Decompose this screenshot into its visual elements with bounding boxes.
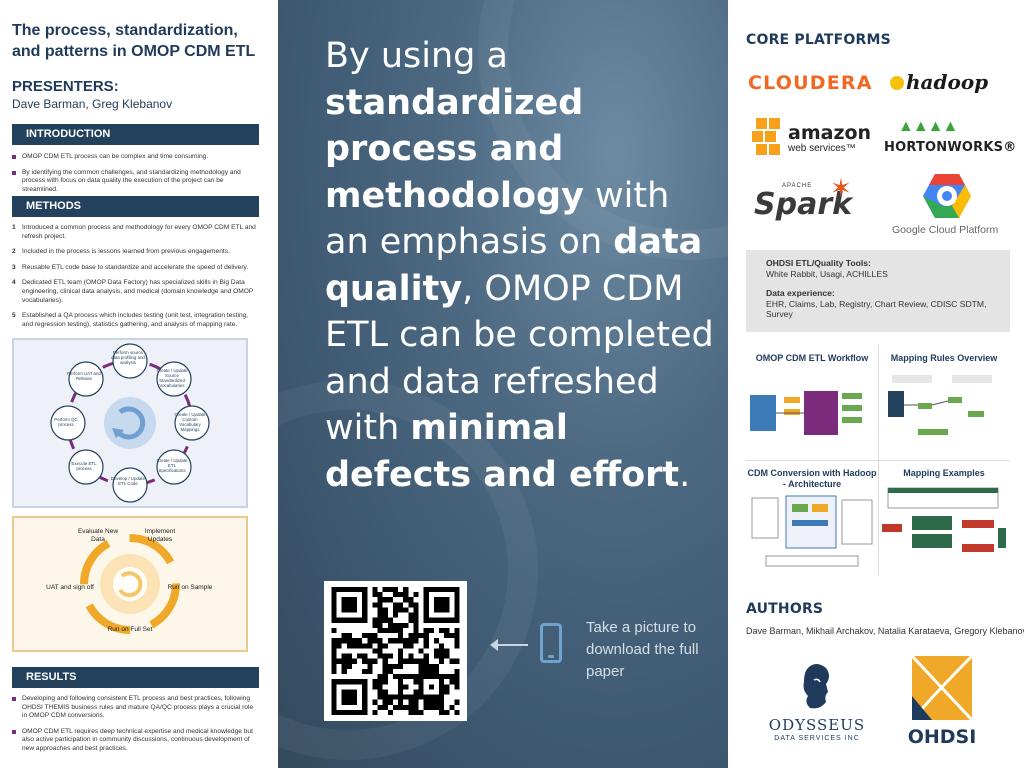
ohdsi-logo-text: OHDSI <box>907 726 977 748</box>
methods-item: Dedicated ETL team (OMOP Data Factory) h… <box>12 279 254 304</box>
poster-title: The process, standardization, and patter… <box>12 22 256 60</box>
cycle-node: Perform QC process <box>54 417 78 427</box>
right-column: CORE PLATFORMS CLOUDERA hadoop amazon we… <box>728 0 1024 768</box>
key-message: By using a standardized process and meth… <box>325 33 715 498</box>
apache-spark-logo: APACHE Spark ✶ <box>752 173 862 235</box>
refresh-node: Run on Sample <box>167 584 213 591</box>
workflow-diagram-thumbnail <box>750 391 862 435</box>
ohdsi-logo: OHDSI <box>902 654 982 748</box>
refresh-node: Evaluate New Data <box>77 528 119 543</box>
center-panel: By using a standardized process and meth… <box>278 0 728 768</box>
methods-item: Reusable ETL code base to standardize an… <box>12 263 249 272</box>
message-segment: , OMOP CDM ETL can be completed and data… <box>325 268 714 449</box>
google-cloud-logo-text: Google Cloud Platform <box>892 224 999 236</box>
message-segment-bold: data quality <box>325 222 703 309</box>
introduction-item: OMOP CDM ETL process can be complex and … <box>12 153 259 162</box>
odysseus-logo-subtext: DATA SERVICES INC <box>774 735 860 742</box>
introduction-list: OMOP CDM ETL process can be complex and … <box>12 153 259 201</box>
cycle-node: Perform UAT and Release <box>67 371 101 381</box>
hortonworks-logo: ▲▲▲▲ HORTONWORKS® <box>884 118 1016 158</box>
qr-code-icon <box>331 587 460 715</box>
odysseus-logo-text: ODYSSEUS <box>768 716 866 734</box>
architecture-thumbnail <box>751 495 873 567</box>
cycle-node: Develop / Update ETL Code <box>111 476 145 486</box>
aws-logo-subtext: web services™ <box>788 143 856 154</box>
cycle-node: Create / Update ETL Specifications <box>156 458 188 473</box>
data-experience-value: EHR, Claims, Lab, Registry, Chart Review… <box>766 298 987 320</box>
introduction-heading: INTRODUCTION <box>12 124 259 145</box>
methods-item: Included in the process is lessons learn… <box>12 248 230 256</box>
cycle-node: Create / Update Source Standardized Voca… <box>156 368 188 388</box>
results-heading: RESULTS <box>12 667 259 688</box>
methods-item: Established a QA process which includes … <box>12 312 249 328</box>
hadoop-logo: hadoop <box>890 70 988 94</box>
message-segment-bold: minimal defects and effort <box>325 408 680 495</box>
message-segment-bold: standardized process and methodology <box>325 82 584 216</box>
thumbnail-caption: CDM Conversion with Hadoop - Architectur… <box>747 468 877 489</box>
refresh-cycle-diagram: Evaluate New Data Implement Updates Run … <box>12 516 248 652</box>
arrow-left-icon <box>490 639 528 651</box>
spark-prefix: APACHE <box>782 183 813 189</box>
tools-heading: OHDSI ETL/Quality Tools: <box>766 258 871 268</box>
results-list: Developing and following consistent ETL … <box>12 695 259 761</box>
smartphone-icon <box>540 623 562 663</box>
cycle-node: Perform source data profiling and analys… <box>111 350 145 365</box>
authors-heading: AUTHORS <box>746 601 824 617</box>
thumbnail-mapping-examples[interactable]: Mapping Examples <box>878 460 1010 575</box>
results-item: Developing and following consistent ETL … <box>12 695 259 721</box>
presenters-heading: PRESENTERS: <box>12 78 119 95</box>
introduction-item: By identifying the common challenges, an… <box>12 169 259 195</box>
refresh-node: Implement Updates <box>144 528 176 543</box>
authors-names: Dave Barman, Mikhail Archakov, Natalia K… <box>746 626 1024 636</box>
results-item: OMOP CDM ETL requires deep technical exp… <box>12 728 259 754</box>
presenters-names: Dave Barman, Greg Klebanov <box>12 97 173 111</box>
google-cloud-logo: Google Cloud Platform <box>888 172 1008 238</box>
cycle-node: Execute ETL process <box>71 461 97 471</box>
message-segment: By using a <box>325 36 508 76</box>
hortonworks-logo-text: HORTONWORKS® <box>884 140 1017 155</box>
cycle-node: Create / Update Custom Vocabulary Mappin… <box>174 412 206 432</box>
thumbnail-caption: OMOP CDM ETL Workflow <box>755 353 869 363</box>
mapping-rules-thumbnail <box>888 375 992 435</box>
message-segment: . <box>679 454 691 495</box>
methods-item: Introduced a common process and methodol… <box>12 224 256 240</box>
google-cloud-hexagon-icon <box>923 174 971 218</box>
download-instruction: Take a picture to download the full pape… <box>586 619 699 680</box>
refresh-node: UAT and sign off <box>46 584 94 591</box>
elephants-icon: ▲▲▲▲ <box>898 118 958 135</box>
data-experience-heading: Data experience: <box>766 288 835 298</box>
thumbnail-mapping-rules[interactable]: Mapping Rules Overview <box>878 345 1010 460</box>
thumbnail-workflow[interactable]: OMOP CDM ETL Workflow <box>746 345 878 460</box>
aws-cubes-icon <box>752 118 786 156</box>
spark-logo-text: Spark <box>754 187 853 222</box>
thumbnail-caption: Mapping Rules Overview <box>890 353 998 363</box>
thumbnail-caption: Mapping Examples <box>903 468 985 478</box>
mapping-examples-thumbnail <box>882 487 1006 552</box>
methods-heading: METHODS <box>12 196 259 217</box>
cloudera-logo: CLOUDERA <box>748 72 873 94</box>
hadoop-logo-text: hadoop <box>906 70 989 94</box>
figure-thumbnails: OMOP CDM ETL Workflow Mapping Rules Over… <box>746 345 1010 575</box>
tools-value: White Rabbit, Usagi, ACHILLES <box>766 268 888 279</box>
refresh-node: Run on Full Set <box>107 626 153 633</box>
left-column: The process, standardization, and patter… <box>0 0 278 768</box>
etl-process-cycle-diagram: Perform source data profiling and analys… <box>12 338 248 508</box>
odysseus-head-icon <box>803 664 829 709</box>
core-platforms-heading: CORE PLATFORMS <box>746 32 891 48</box>
qr-code[interactable] <box>324 581 467 721</box>
tools-box: OHDSI ETL/Quality Tools: White Rabbit, U… <box>746 250 1010 332</box>
hadoop-elephant-icon <box>890 76 904 90</box>
spark-star-icon: ✶ <box>830 173 852 203</box>
odysseus-logo: ODYSSEUS DATA SERVICES INC <box>762 662 872 750</box>
aws-logo-text: amazon <box>788 122 872 144</box>
methods-list: Introduced a common process and methodol… <box>12 224 259 336</box>
ohdsi-mark-icon <box>910 654 974 722</box>
message-segment: with an emphasis on <box>325 175 670 263</box>
thumbnail-hadoop-architecture[interactable]: CDM Conversion with Hadoop - Architectur… <box>746 460 878 575</box>
aws-logo: amazon web services™ <box>752 118 882 158</box>
